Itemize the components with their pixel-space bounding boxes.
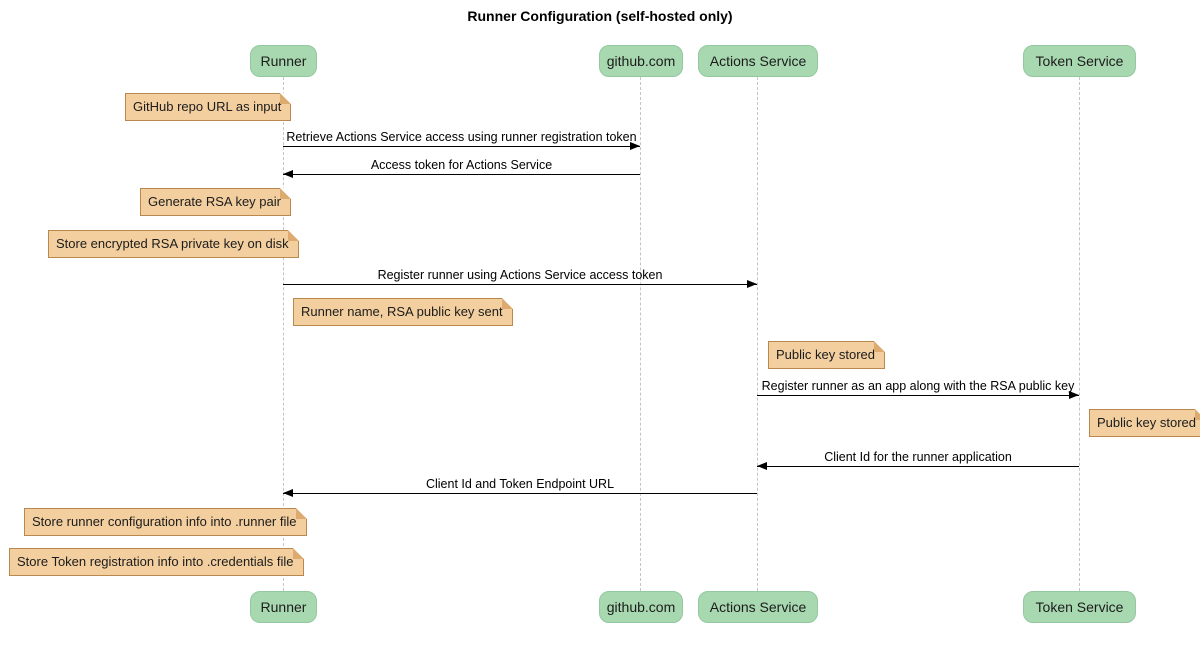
message-arrow — [283, 489, 757, 497]
lifeline-github — [640, 77, 641, 591]
participant-github-top: github.com — [599, 45, 683, 77]
lifeline-runner — [283, 77, 284, 591]
message-client-id-for-runner-application: Client Id for the runner application — [757, 450, 1079, 470]
participant-actions-service-bottom: Actions Service — [698, 591, 818, 623]
message-label: Register runner as an app along with the… — [761, 379, 1075, 393]
lifeline-token-service — [1079, 77, 1080, 591]
participant-token-service-bottom: Token Service — [1023, 591, 1136, 623]
message-arrow — [283, 142, 640, 150]
message-arrow — [757, 391, 1079, 399]
message-retrieve-actions-service-access: Retrieve Actions Service access using ru… — [283, 130, 640, 150]
note-store-encrypted-rsa-private-key: Store encrypted RSA private key on disk — [48, 230, 299, 258]
message-label: Retrieve Actions Service access using ru… — [286, 130, 637, 144]
diagram-title: Runner Configuration (self-hosted only) — [467, 8, 733, 24]
participant-token-service-top: Token Service — [1023, 45, 1136, 77]
participant-github-bottom: github.com — [599, 591, 683, 623]
note-store-token-registration-file: Store Token registration info into .cred… — [9, 548, 304, 576]
note-github-repo-url-as-input: GitHub repo URL as input — [125, 93, 292, 121]
note-generate-rsa-key-pair: Generate RSA key pair — [140, 188, 291, 216]
message-label: Register runner using Actions Service ac… — [377, 268, 663, 282]
participant-actions-service-top: Actions Service — [698, 45, 818, 77]
message-label: Client Id for the runner application — [824, 450, 1012, 464]
message-label: Access token for Actions Service — [370, 158, 553, 172]
message-register-runner-as-app: Register runner as an app along with the… — [757, 379, 1079, 399]
message-arrow — [283, 170, 640, 178]
message-client-id-and-token-endpoint-url: Client Id and Token Endpoint URL — [283, 477, 757, 497]
note-runner-name-rsa-public-key-sent: Runner name, RSA public key sent — [293, 298, 513, 326]
message-arrow — [283, 280, 757, 288]
message-arrow — [757, 462, 1079, 470]
participant-runner-bottom: Runner — [250, 591, 317, 623]
participant-runner-top: Runner — [250, 45, 317, 77]
message-label: Client Id and Token Endpoint URL — [425, 477, 615, 491]
lifeline-actions-service — [757, 77, 758, 591]
note-store-runner-configuration-file: Store runner configuration info into .ru… — [24, 508, 307, 536]
message-register-runner-access-token: Register runner using Actions Service ac… — [283, 268, 757, 288]
message-access-token-for-actions-service: Access token for Actions Service — [283, 158, 640, 178]
note-public-key-stored-actions: Public key stored — [768, 341, 885, 369]
note-public-key-stored-token: Public key stored — [1089, 409, 1200, 437]
